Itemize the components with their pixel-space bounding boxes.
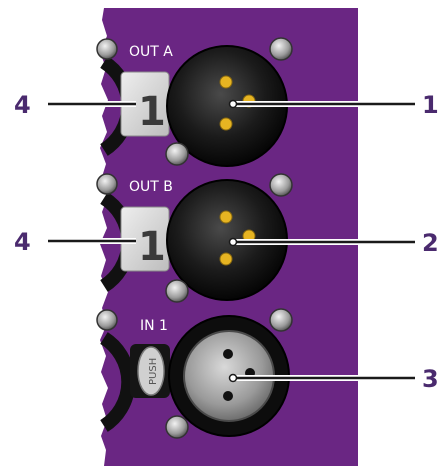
callout-2: 2 — [422, 229, 439, 257]
in-1-group: IN 1 PUSH — [96, 308, 293, 439]
screw-icon — [269, 37, 293, 61]
xlr-pin — [219, 75, 233, 89]
screw-icon — [165, 415, 189, 439]
screw-icon — [96, 309, 118, 331]
screw-icon — [165, 279, 189, 303]
screw-icon — [96, 38, 118, 60]
in-1-label: IN 1 — [140, 318, 168, 334]
screw-icon — [96, 173, 118, 195]
callout-4-bottom: 4 — [14, 228, 31, 256]
callout-dots — [228, 99, 238, 383]
xlr-pin — [219, 210, 233, 224]
push-label: PUSH — [148, 358, 159, 385]
out-b-group: OUT B 1 — [96, 173, 293, 303]
xlr-pin — [219, 117, 233, 131]
port-a-number: 1 — [138, 89, 166, 135]
screw-icon — [165, 142, 189, 166]
out-b-label: OUT B — [129, 179, 173, 195]
port-b-number: 1 — [138, 224, 166, 270]
screw-icon — [269, 308, 293, 332]
callout-3: 3 — [422, 365, 439, 393]
push-latch-button[interactable] — [137, 346, 165, 396]
xlr-pin — [219, 252, 233, 266]
callout-1: 1 — [422, 91, 439, 119]
xlr-socket-hole — [223, 349, 233, 359]
callout-lines-inner — [48, 102, 415, 380]
callout-numbers: 4 4 1 2 3 — [14, 91, 439, 393]
xlr-socket-hole — [223, 391, 233, 401]
out-a-label: OUT A — [129, 44, 173, 60]
screw-icon — [269, 173, 293, 197]
out-a-group: OUT A 1 — [96, 37, 293, 167]
callout-4-top: 4 — [14, 91, 31, 119]
